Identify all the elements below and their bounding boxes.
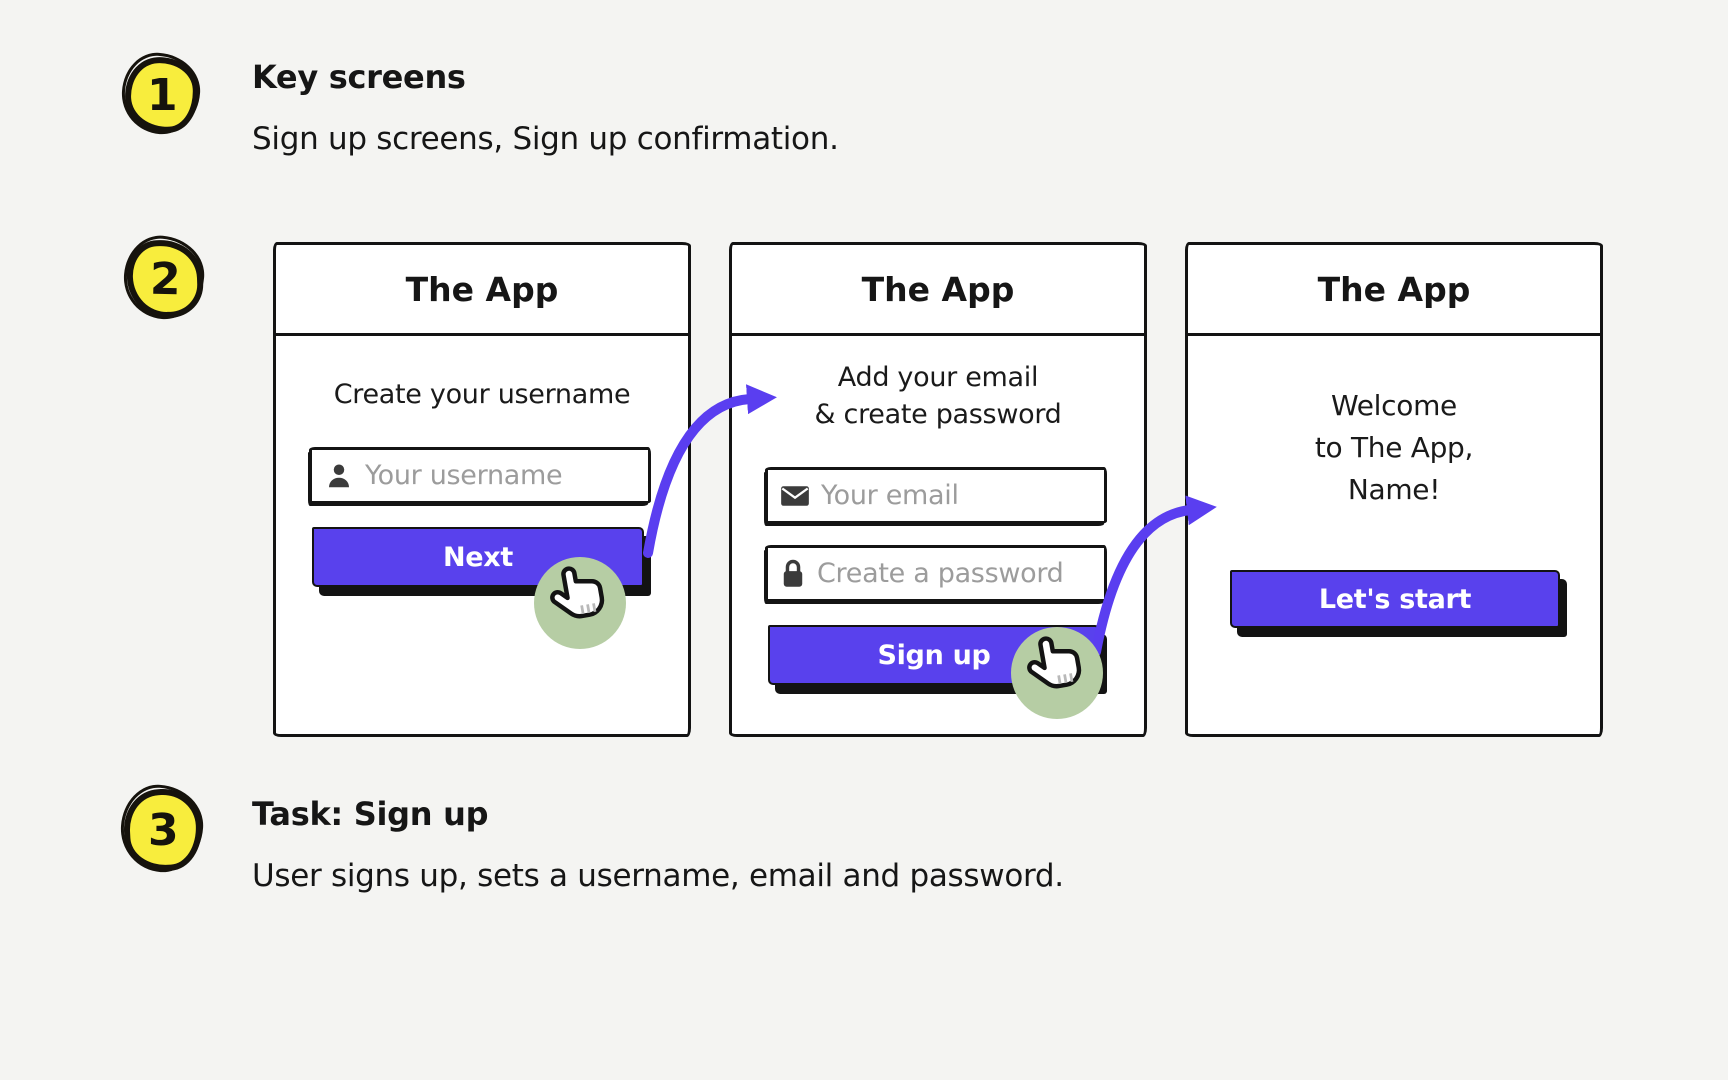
lets-start-button[interactable]: Let's start [1230,570,1560,628]
envelope-icon [780,484,810,508]
lock-icon [780,559,806,589]
app-title-bar: The App [732,245,1144,336]
step-number: 1 [146,69,178,121]
hand-pointer-icon [1027,636,1082,689]
click-cursor-indicator [534,557,626,649]
task-heading: Task: Sign up [252,795,489,833]
key-screens-description: Sign up screens, Sign up confirmation. [252,121,839,157]
task-description: User signs up, sets a username, email an… [252,858,1064,894]
key-screens-heading: Key screens [252,58,466,96]
app-title-bar: The App [276,245,688,336]
screen-body: Welcome to The App, Name! Let's start [1188,336,1600,734]
step-badge-2: 2 [125,238,205,320]
username-field[interactable]: Your username [309,447,651,504]
phone-screen-username: The App Create your username Your userna… [273,242,691,737]
welcome-message: Welcome to The App, Name! [1314,389,1474,506]
screen-prompt: Create your username [333,379,631,410]
email-field[interactable]: Your email [765,467,1107,524]
step-number: 2 [149,253,181,305]
app-title: The App [1317,269,1471,309]
username-placeholder: Your username [365,460,563,491]
phone-screen-welcome: The App Welcome to The App, Name! Let's … [1185,242,1603,737]
email-placeholder: Your email [821,480,959,511]
screen-prompt: Add your email & create password [814,362,1062,430]
app-title: The App [405,269,559,309]
app-title: The App [861,269,1015,309]
click-cursor-indicator [1011,627,1103,719]
step-badge-1: 1 [123,55,201,135]
step-badge-3: 3 [121,787,205,873]
user-icon [324,461,354,491]
password-placeholder: Create a password [817,558,1064,589]
screen-body: Create your username Your username Next [276,336,688,734]
screen-body: Add your email & create password Your em… [732,336,1144,734]
password-field[interactable]: Create a password [765,545,1107,602]
step-number: 3 [147,804,179,856]
hand-pointer-icon [550,566,605,619]
app-title-bar: The App [1188,245,1600,336]
